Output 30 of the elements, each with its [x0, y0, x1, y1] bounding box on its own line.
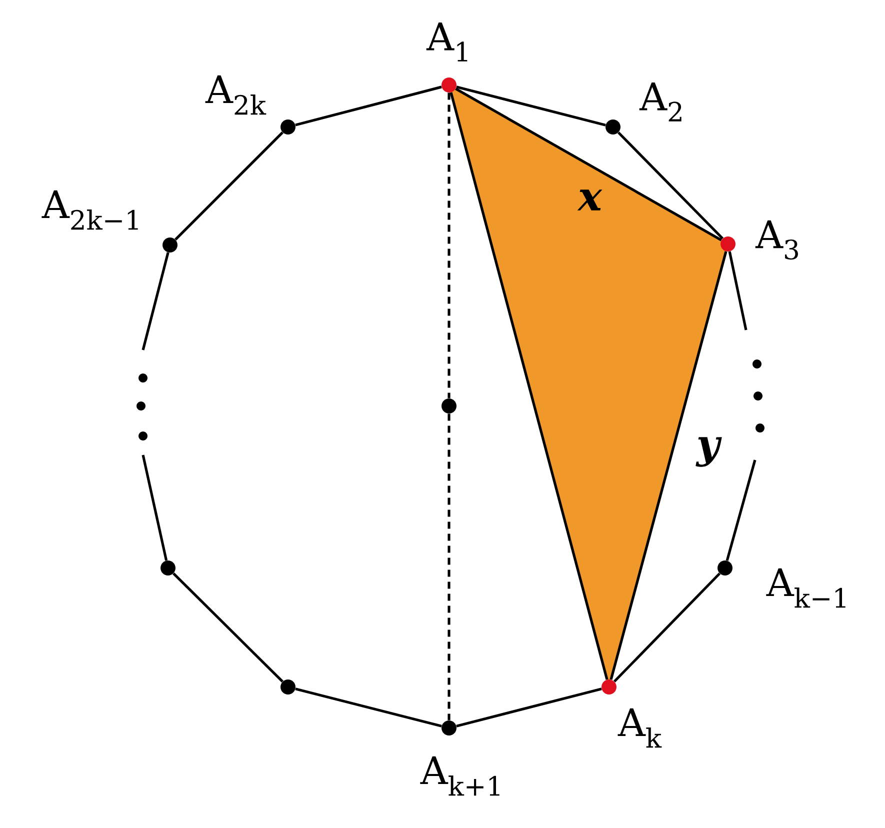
polygon-side: [295, 86, 442, 126]
vertex-label: A$_{2}$: [639, 82, 682, 122]
vertex-label: A$_{1}$: [426, 22, 468, 62]
vertex-label: A$_{k}$: [618, 708, 662, 748]
polygon-side: [456, 688, 602, 728]
polygon-side: [617, 132, 724, 240]
polygon-side: [172, 572, 284, 682]
dashed-line: [448, 414, 450, 720]
polygon-side: [613, 572, 721, 682]
vertex-dot: [160, 560, 176, 576]
polygon-side: [142, 252, 170, 350]
vertex-dot: [442, 398, 456, 414]
polygon-side: [295, 688, 442, 728]
polygon-side: [726, 460, 756, 561]
polygon-side: [456, 86, 606, 126]
polygon-side: [728, 251, 748, 330]
polygon-side: [610, 251, 728, 680]
vertex-label: A$_{2k−1}$: [42, 190, 138, 230]
polygon-side: [455, 88, 722, 242]
vertex-label: A$_{3}$: [755, 220, 798, 260]
polygon-side: [174, 132, 284, 240]
edge-label: x: [576, 188, 604, 212]
vertex-label: A$_{k−1}$: [766, 568, 846, 608]
polygon-side: [450, 92, 608, 680]
vertex-label: A$_{k+1}$: [420, 756, 500, 796]
edge-label: y: [694, 435, 722, 469]
dashed-line: [448, 92, 450, 398]
polygon-side: [142, 454, 168, 561]
vertex-label: A$_{2k}$: [205, 75, 266, 115]
vertex-dot: [280, 680, 296, 694]
